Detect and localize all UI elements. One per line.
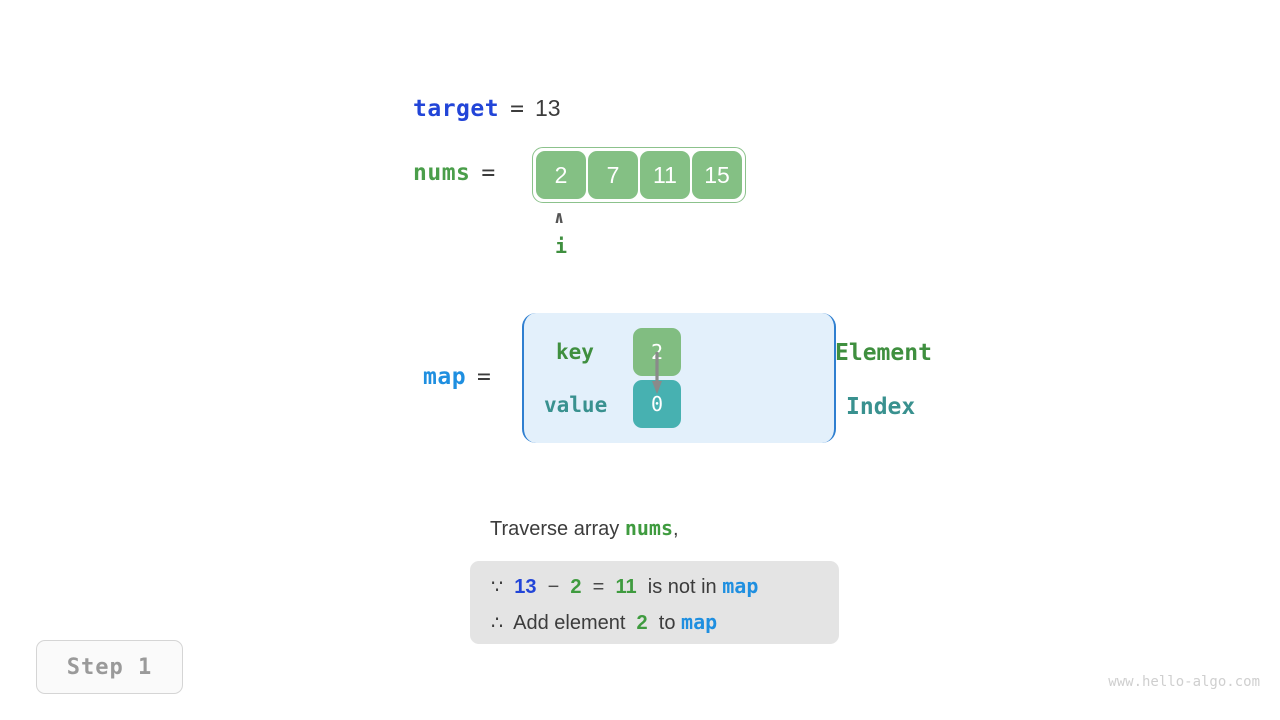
array-cell: 2 [536, 151, 586, 199]
target-equals-sign: = [510, 96, 524, 122]
map-value-meaning-label: Index [846, 394, 916, 420]
traverse-suffix-text: , [673, 518, 679, 540]
map-equals-sign: = [477, 364, 491, 390]
map-key-label: key [556, 340, 594, 364]
nums-equals-sign: = [481, 160, 496, 186]
line1-complement-value: 11 [615, 576, 637, 598]
map-value-cell: 0 [633, 380, 681, 428]
map-declaration: map = [423, 364, 502, 390]
key-to-value-arrow-icon [652, 352, 662, 394]
nums-declaration: nums = [413, 160, 506, 186]
step-badge: Step 1 [36, 640, 183, 694]
target-declaration: target = 13 [413, 95, 561, 122]
step-badge-label: Step 1 [66, 654, 153, 680]
map-key-meaning-label: Element [835, 340, 932, 366]
line2-element-value: 2 [636, 612, 648, 634]
traverse-caption: Traverse array nums, [490, 516, 679, 541]
traverse-prefix-text: Traverse array [490, 518, 625, 540]
line1-minus-operator: − [547, 576, 560, 598]
nums-array: 2 7 11 15 [532, 147, 746, 203]
line2-text-mid: to [658, 612, 676, 634]
line1-static-text: is not in [647, 576, 717, 598]
line2-map-var: map [681, 610, 718, 634]
explanation-line-therefore: ∴ Add element 2 to map [491, 610, 717, 635]
line1-target-value: 13 [514, 576, 537, 598]
line2-text-before: Add element [513, 612, 626, 634]
line1-map-var: map [722, 574, 759, 598]
traverse-nums-var: nums [624, 516, 674, 540]
map-value-label: value [544, 393, 608, 417]
explanation-line-because: ∵ 13 − 2 = 11 is not in map [491, 574, 758, 599]
target-variable-name: target [413, 96, 500, 122]
nums-variable-name: nums [413, 160, 471, 186]
index-pointer-caret-icon: ∧ [554, 208, 565, 228]
explanation-box [470, 561, 839, 644]
index-pointer-label: i [555, 234, 568, 258]
map-variable-name: map [423, 364, 467, 390]
array-cell: 15 [692, 151, 742, 199]
line1-equals-operator: = [592, 576, 605, 598]
target-value: 13 [534, 95, 561, 121]
array-cell: 7 [588, 151, 638, 199]
watermark: www.hello-algo.com [1108, 674, 1260, 690]
therefore-symbol-icon: ∴ [491, 613, 504, 634]
array-cell: 11 [640, 151, 690, 199]
line1-current-element: 2 [570, 576, 582, 598]
because-symbol-icon: ∵ [491, 577, 504, 598]
